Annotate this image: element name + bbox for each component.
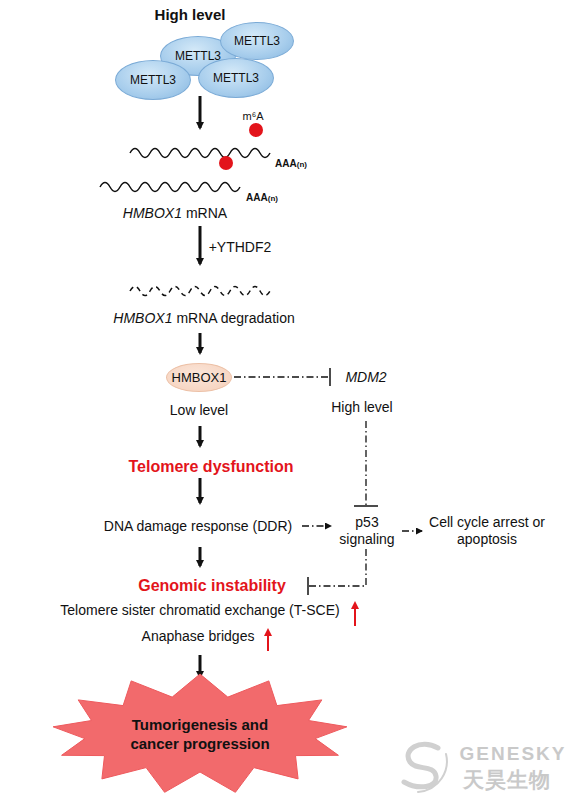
text-row: AAA(n) bbox=[275, 155, 307, 173]
flow-arrow bbox=[199, 426, 202, 446]
flow-arrow bbox=[199, 547, 202, 566]
activation-arrow bbox=[402, 530, 422, 531]
key-event: Genomic instability bbox=[138, 577, 286, 594]
text-row: AAA(n) bbox=[246, 189, 278, 207]
logo-swoosh bbox=[404, 744, 438, 787]
mrna-wave bbox=[130, 149, 270, 158]
modification-label: m⁶A bbox=[242, 108, 263, 125]
flow-arrow bbox=[199, 333, 202, 353]
text-row: HMBOX1mRNA bbox=[123, 205, 227, 222]
level-note: High level bbox=[331, 399, 392, 416]
node-text: METTL3 bbox=[213, 71, 259, 85]
molecule-label: mRNA bbox=[186, 205, 227, 222]
m6a-mark bbox=[249, 123, 263, 137]
enzyme-ellipse: METTL3 bbox=[220, 22, 294, 60]
burst-outline bbox=[53, 674, 347, 792]
inhibition-line bbox=[309, 549, 366, 586]
process-label: DNA damage response (DDR) bbox=[104, 518, 292, 535]
phenotype-label: Telomere sister chromatid exchange (T-SC… bbox=[60, 602, 339, 619]
burst-shape bbox=[50, 672, 350, 796]
text-row: HMBOX1mRNA degradation bbox=[113, 310, 294, 327]
inhibition-line bbox=[365, 421, 366, 505]
polya-tail: AAA bbox=[246, 189, 268, 206]
m6a-mark bbox=[219, 156, 233, 170]
flow-arrow bbox=[199, 226, 202, 264]
node-text: Tumorigenesis and cancer progression bbox=[120, 715, 280, 753]
polya-subscript: (n) bbox=[297, 156, 307, 173]
dash-dot-links bbox=[234, 377, 422, 586]
activation-arrow bbox=[302, 525, 331, 526]
polya-tail: AAA bbox=[275, 155, 297, 172]
key-event: Telomere dysfunction bbox=[128, 458, 293, 475]
increase-arrow bbox=[267, 630, 269, 651]
protein-ellipse: HMBOX1 bbox=[166, 363, 232, 392]
node-text: METTL3 bbox=[130, 73, 176, 87]
gene-name: MDM2 bbox=[345, 369, 386, 386]
inhibition-bar bbox=[354, 505, 378, 507]
logo-mark bbox=[404, 744, 447, 792]
gene-name: HMBOX1 bbox=[113, 310, 172, 327]
outcome-label: Cell cycle arrest or apoptosis bbox=[417, 514, 557, 548]
flow-arrow bbox=[199, 478, 202, 503]
node-text: HMBOX1 bbox=[172, 370, 227, 385]
node-text: METTL3 bbox=[234, 34, 280, 48]
phenotype-label: Anaphase bridges bbox=[142, 628, 255, 645]
polya-subscript: (n) bbox=[268, 190, 278, 207]
logo-swoosh bbox=[418, 754, 447, 792]
inhibition-line bbox=[234, 376, 329, 377]
flow-arrow bbox=[199, 96, 202, 128]
enzyme-ellipse: METTL3 bbox=[198, 58, 274, 98]
process-label: mRNA degradation bbox=[176, 310, 294, 327]
watermark: 天昊生物 bbox=[463, 771, 551, 788]
enzyme-ellipse: METTL3 bbox=[115, 60, 191, 100]
degraded-mrna-wave bbox=[130, 287, 270, 296]
gene-name: HMBOX1 bbox=[123, 205, 182, 222]
watermark: GENESKY bbox=[460, 745, 567, 762]
increase-arrow bbox=[354, 603, 356, 626]
pathway-label: p53 signaling bbox=[334, 514, 400, 548]
factor-label: +YTHDF2 bbox=[209, 239, 272, 256]
outcome-burst: Tumorigenesis and cancer progression bbox=[50, 672, 350, 796]
mrna-wave bbox=[100, 183, 240, 192]
level-note: Low level bbox=[170, 402, 228, 419]
inhibition-bar bbox=[329, 368, 331, 386]
level-note: High level bbox=[155, 6, 226, 23]
inhibition-bar bbox=[307, 577, 309, 595]
